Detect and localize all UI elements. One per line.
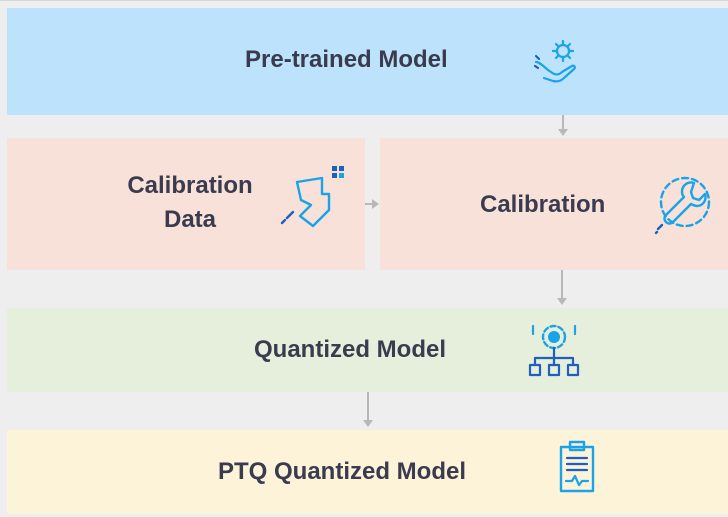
arrow-pretrained-to-calibration — [558, 115, 568, 136]
hand-gear-icon — [533, 39, 576, 83]
clipboard-report-icon — [559, 440, 595, 493]
calibration-data-label-line2: Data — [163, 206, 217, 233]
quantized-model-box: Quantized Model — [7, 308, 728, 392]
arrow-data-to-calibration — [365, 199, 379, 209]
calibration-data-label-line1: Calibration — [127, 172, 253, 199]
wrench-gear-icon — [654, 176, 711, 235]
ptq-quantized-model-box: PTQ Quantized Model — [7, 430, 728, 514]
data-arrow-icon — [280, 166, 344, 228]
arrow-calibration-to-quantized — [557, 270, 567, 305]
pretrained-model-label: Pre-trained Model — [245, 46, 448, 73]
ptq-quantized-model-label: PTQ Quantized Model — [218, 458, 467, 485]
network-hierarchy-icon — [528, 324, 580, 377]
pretrained-model-box: Pre-trained Model — [7, 8, 728, 115]
calibration-data-box: Calibration Data — [7, 138, 365, 270]
quantized-model-label: Quantized Model — [254, 336, 446, 363]
arrow-quantized-to-ptq — [363, 392, 373, 427]
calibration-box: Calibration — [380, 138, 728, 270]
calibration-label: Calibration — [480, 191, 606, 218]
